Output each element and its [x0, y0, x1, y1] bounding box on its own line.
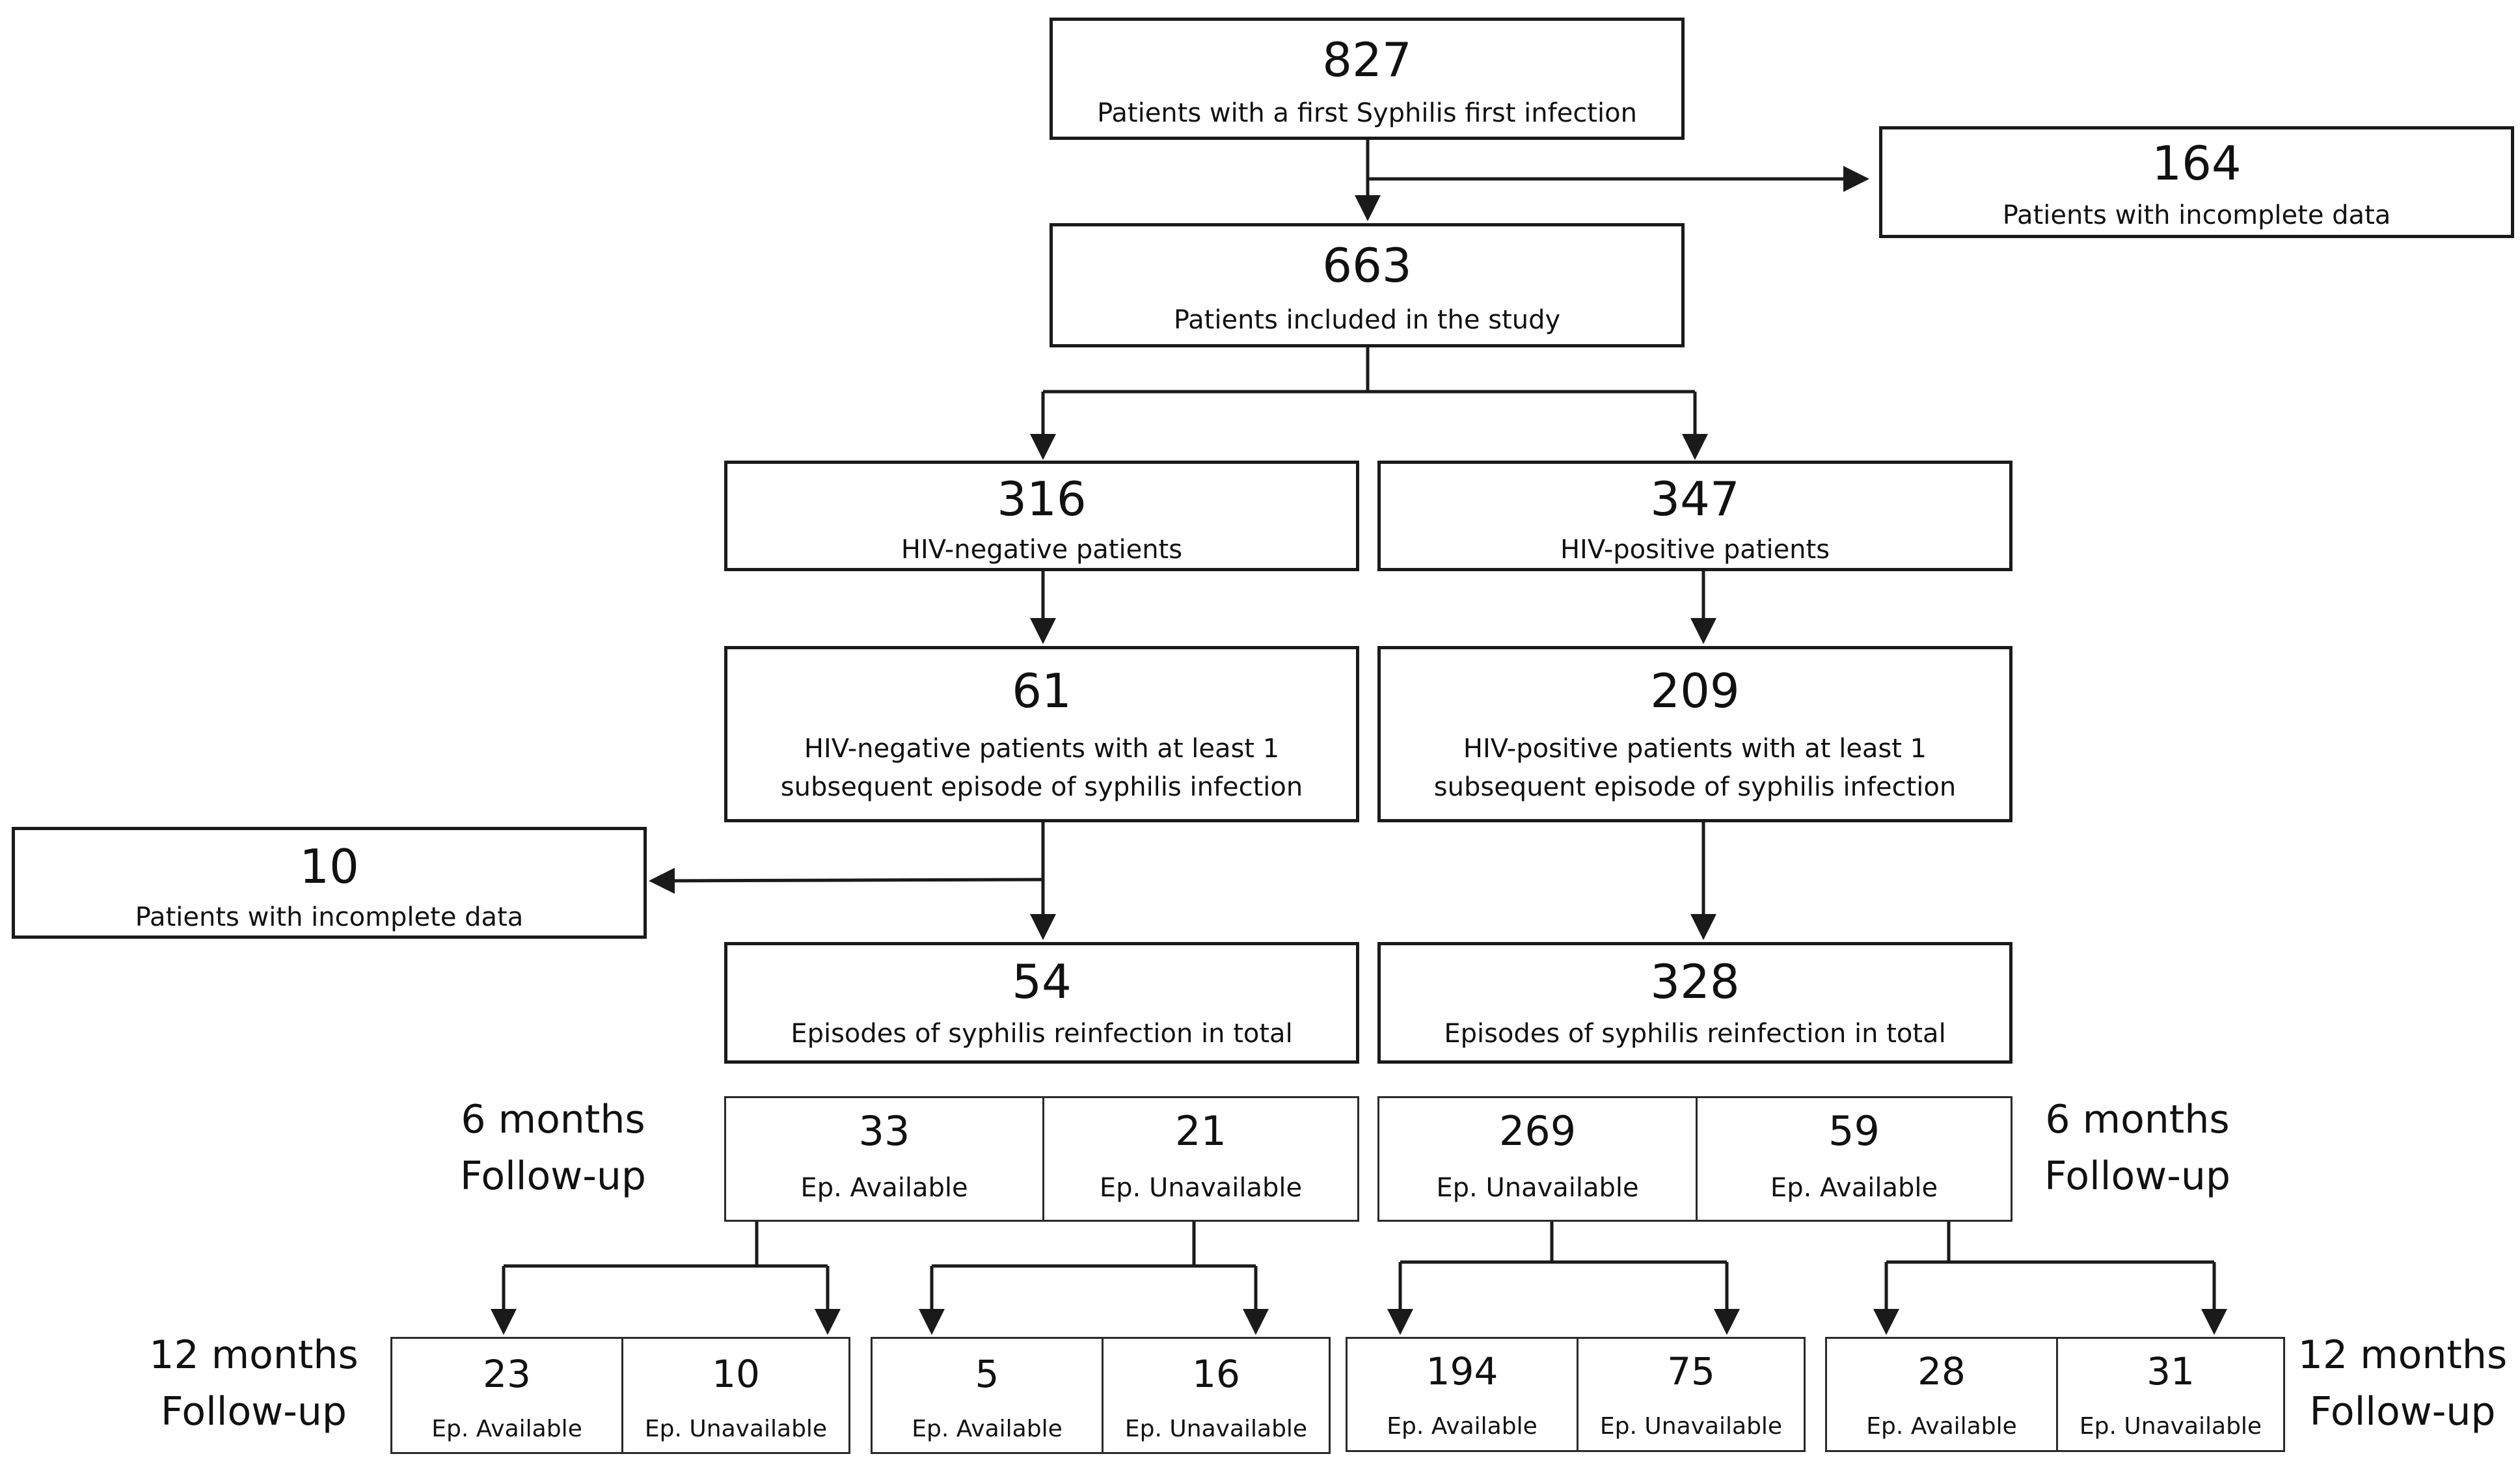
box-12m-group-1: 23 Ep. Available 10 Ep. Unavailable — [390, 1337, 850, 1454]
box-pos-episodes: 328 Episodes of syphilis reinfection in … — [1377, 942, 2012, 1064]
label-6m-right: 6 months Follow-up — [2044, 1097, 2230, 1199]
count: 33 — [858, 1107, 910, 1155]
label: Ep. Available — [431, 1416, 582, 1442]
count: 75 — [1667, 1349, 1715, 1393]
count: 61 — [1012, 664, 1072, 718]
box-neg-episodes: 54 Episodes of syphilis reinfection in t… — [724, 942, 1359, 1064]
label: Ep. Unavailable — [1099, 1173, 1303, 1203]
cell-6m-pos-unavailable: 269 Ep. Unavailable — [1379, 1098, 1696, 1220]
count: 269 — [1498, 1107, 1577, 1155]
label: Patients with incomplete data — [135, 902, 524, 932]
cell-12m-g3-available: 194 Ep. Available — [1348, 1339, 1577, 1450]
count: 164 — [2152, 136, 2242, 191]
label: Ep. Available — [1866, 1413, 2017, 1440]
cell-12m-g2-available: 5 Ep. Available — [873, 1339, 1102, 1452]
box-12m-group-3: 194 Ep. Available 75 Ep. Unavailable — [1346, 1337, 1806, 1452]
label: Ep. Unavailable — [1124, 1416, 1308, 1442]
count: 5 — [975, 1352, 999, 1396]
label: Ep. Unavailable — [644, 1416, 828, 1442]
label: Ep. Unavailable — [1599, 1413, 1783, 1440]
label: HIV-negative patients — [901, 535, 1183, 565]
count: 827 — [1322, 33, 1412, 87]
count: 31 — [2147, 1349, 2195, 1393]
label: Episodes of syphilis reinfection in tota… — [1444, 1019, 1946, 1049]
cell-12m-g4-unavailable: 31 Ep. Unavailable — [2058, 1339, 2283, 1450]
label: Ep. Available — [912, 1416, 1063, 1442]
label: Ep. Available — [800, 1173, 968, 1203]
label: Ep. Available — [1387, 1413, 1538, 1440]
arrow-to-excluded-left — [649, 867, 1044, 894]
cell-6m-neg-available: 33 Ep. Available — [726, 1098, 1042, 1220]
cell-12m-g3-unavailable: 75 Ep. Unavailable — [1578, 1339, 1804, 1450]
label: Ep. Available — [1770, 1173, 1938, 1203]
box-6m-negative: 33 Ep. Available 21 Ep. Unavailable — [724, 1096, 1359, 1222]
count: 21 — [1175, 1107, 1226, 1155]
box-hiv-positive: 347 HIV-positive patients — [1377, 461, 2012, 571]
count: 23 — [483, 1352, 531, 1396]
label: Ep. Unavailable — [1436, 1173, 1639, 1203]
box-hiv-negative: 316 HIV-negative patients — [724, 461, 1359, 571]
cell-12m-g1-available: 23 Ep. Available — [392, 1339, 621, 1452]
label: Patients with a first Syphilis first inf… — [1097, 98, 1637, 128]
box-pos-subsequent: 209 HIV-positive patients with at least … — [1377, 646, 2012, 822]
box-6m-positive: 269 Ep. Unavailable 59 Ep. Available — [1377, 1096, 2012, 1222]
count: 10 — [299, 839, 359, 894]
count: 28 — [1917, 1349, 1966, 1393]
label: HIV-positive patients — [1560, 535, 1830, 565]
cell-12m-g2-unavailable: 16 Ep. Unavailable — [1104, 1339, 1329, 1452]
count: 347 — [1650, 472, 1740, 526]
count: 328 — [1650, 954, 1740, 1009]
count: 54 — [1012, 954, 1072, 1009]
label: Patients included in the study — [1173, 305, 1561, 335]
box-included: 663 Patients included in the study — [1050, 223, 1685, 347]
count: 194 — [1426, 1349, 1498, 1393]
count: 16 — [1192, 1352, 1240, 1396]
count: 209 — [1650, 664, 1740, 718]
label-12m-left: 12 months Follow-up — [149, 1332, 359, 1434]
cell-6m-pos-available: 59 Ep. Available — [1698, 1098, 2011, 1220]
label: Episodes of syphilis reinfection in tota… — [791, 1019, 1293, 1049]
label-6m-left: 6 months Follow-up — [460, 1097, 646, 1199]
box-12m-group-4: 28 Ep. Available 31 Ep. Unavailable — [1825, 1337, 2285, 1452]
cell-12m-g1-unavailable: 10 Ep. Unavailable — [623, 1339, 848, 1452]
label: Ep. Unavailable — [2079, 1413, 2262, 1440]
label: HIV-positive patients with at least 1 su… — [1433, 734, 1957, 803]
box-first-infection: 827 Patients with a first Syphilis first… — [1050, 18, 1685, 140]
label: Patients with incomplete data — [2002, 200, 2391, 230]
label: HIV-negative patients with at least 1 su… — [780, 734, 1303, 803]
count: 316 — [997, 472, 1087, 526]
label-12m-right: 12 months Follow-up — [2297, 1332, 2508, 1434]
cell-12m-g4-available: 28 Ep. Available — [1827, 1339, 2056, 1450]
box-excluded-incomplete-left: 10 Patients with incomplete data — [12, 827, 647, 939]
box-neg-subsequent: 61 HIV-negative patients with at least 1… — [724, 646, 1359, 822]
box-12m-group-2: 5 Ep. Available 16 Ep. Unavailable — [871, 1337, 1331, 1454]
cell-6m-neg-unavailable: 21 Ep. Unavailable — [1044, 1098, 1357, 1220]
count: 59 — [1828, 1107, 1880, 1155]
count: 663 — [1322, 238, 1412, 293]
count: 10 — [712, 1352, 760, 1396]
box-excluded-incomplete-top: 164 Patients with incomplete data — [1879, 126, 2514, 238]
